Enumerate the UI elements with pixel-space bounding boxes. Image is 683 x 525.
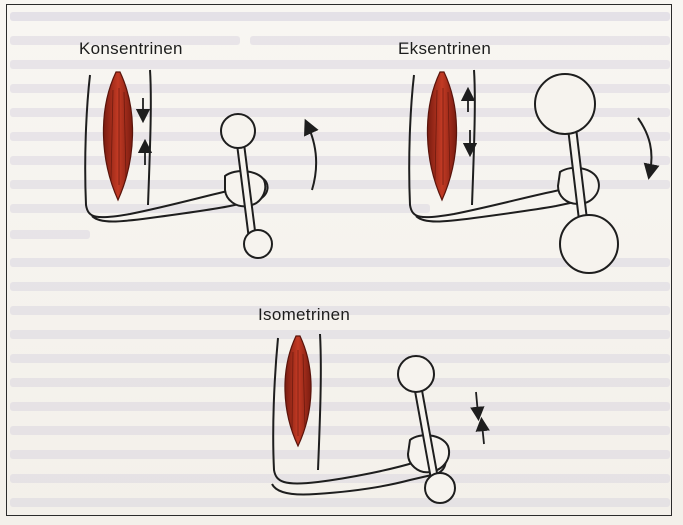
isometric-arrow-down [476,392,478,414]
concentric-weight-top [221,114,255,148]
concentric-panel [85,70,316,258]
eccentric-motion-arrow [638,118,652,172]
eccentric-weight-top [535,74,595,134]
eccentric-weight-bottom [560,215,618,273]
isometric-arrow-up [482,424,484,444]
concentric-muscle [103,72,132,200]
isometric-weight-top [398,356,434,392]
eccentric-panel [409,70,651,273]
isometric-panel [272,334,484,503]
isometric-weight-bottom [425,473,455,503]
eccentric-muscle [427,72,456,200]
concentric-weight-bottom [244,230,272,258]
concentric-motion-arrow [308,126,316,190]
